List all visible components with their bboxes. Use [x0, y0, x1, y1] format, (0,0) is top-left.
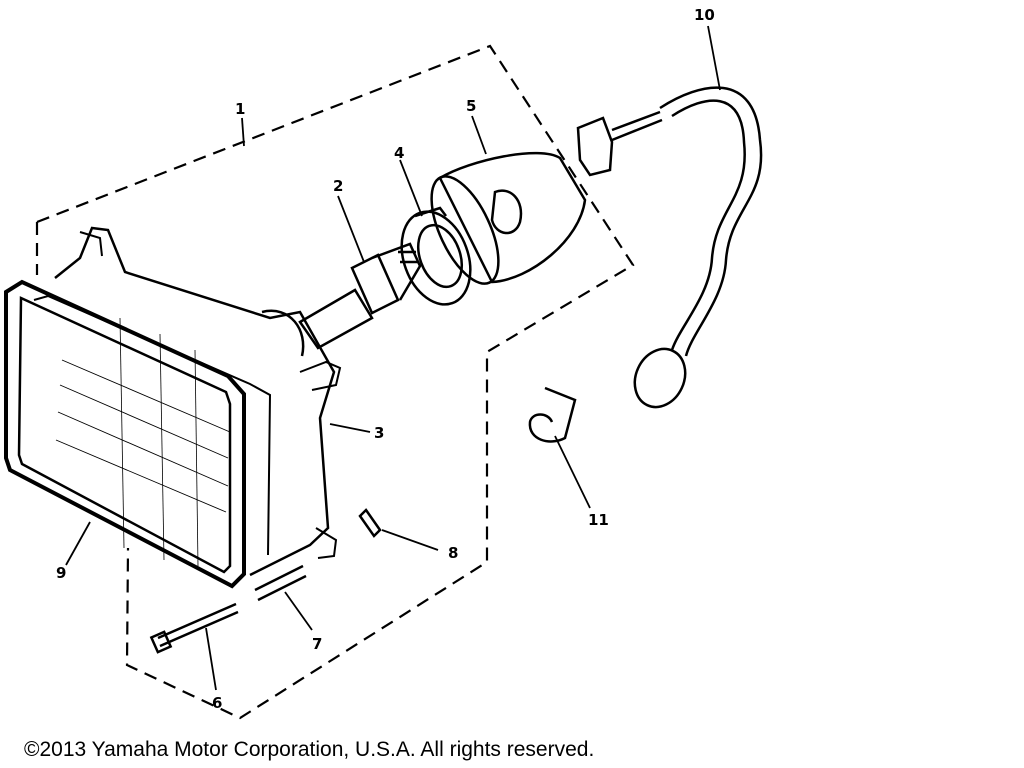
- headlight-unit: [33, 226, 342, 577]
- callout-11: 11: [588, 511, 609, 529]
- callout-5: 5: [466, 97, 476, 115]
- callout-6: 6: [212, 694, 222, 712]
- bulb: [298, 242, 422, 350]
- wire-harness: [576, 86, 763, 409]
- callout-2: 2: [333, 177, 343, 195]
- callout-4: 4: [394, 144, 404, 162]
- callout-9: 9: [56, 564, 66, 582]
- clamp: [528, 386, 577, 443]
- spring: [254, 564, 307, 602]
- callout-1: 1: [235, 100, 245, 118]
- bolt: [149, 602, 239, 654]
- bulb-holder-ring: [400, 206, 472, 306]
- nut: [358, 508, 382, 538]
- callout-3: 3: [374, 424, 384, 442]
- callout-7: 7: [312, 635, 322, 653]
- callout-10: 10: [694, 6, 715, 24]
- copyright-notice: ©2013 Yamaha Motor Corporation, U.S.A. A…: [24, 738, 595, 761]
- leader-lines: [65, 25, 721, 691]
- rubber-cover: [430, 151, 587, 285]
- headlight-rim: [4, 279, 246, 589]
- assembly-boundary: [35, 44, 635, 720]
- callout-8: 8: [448, 544, 458, 562]
